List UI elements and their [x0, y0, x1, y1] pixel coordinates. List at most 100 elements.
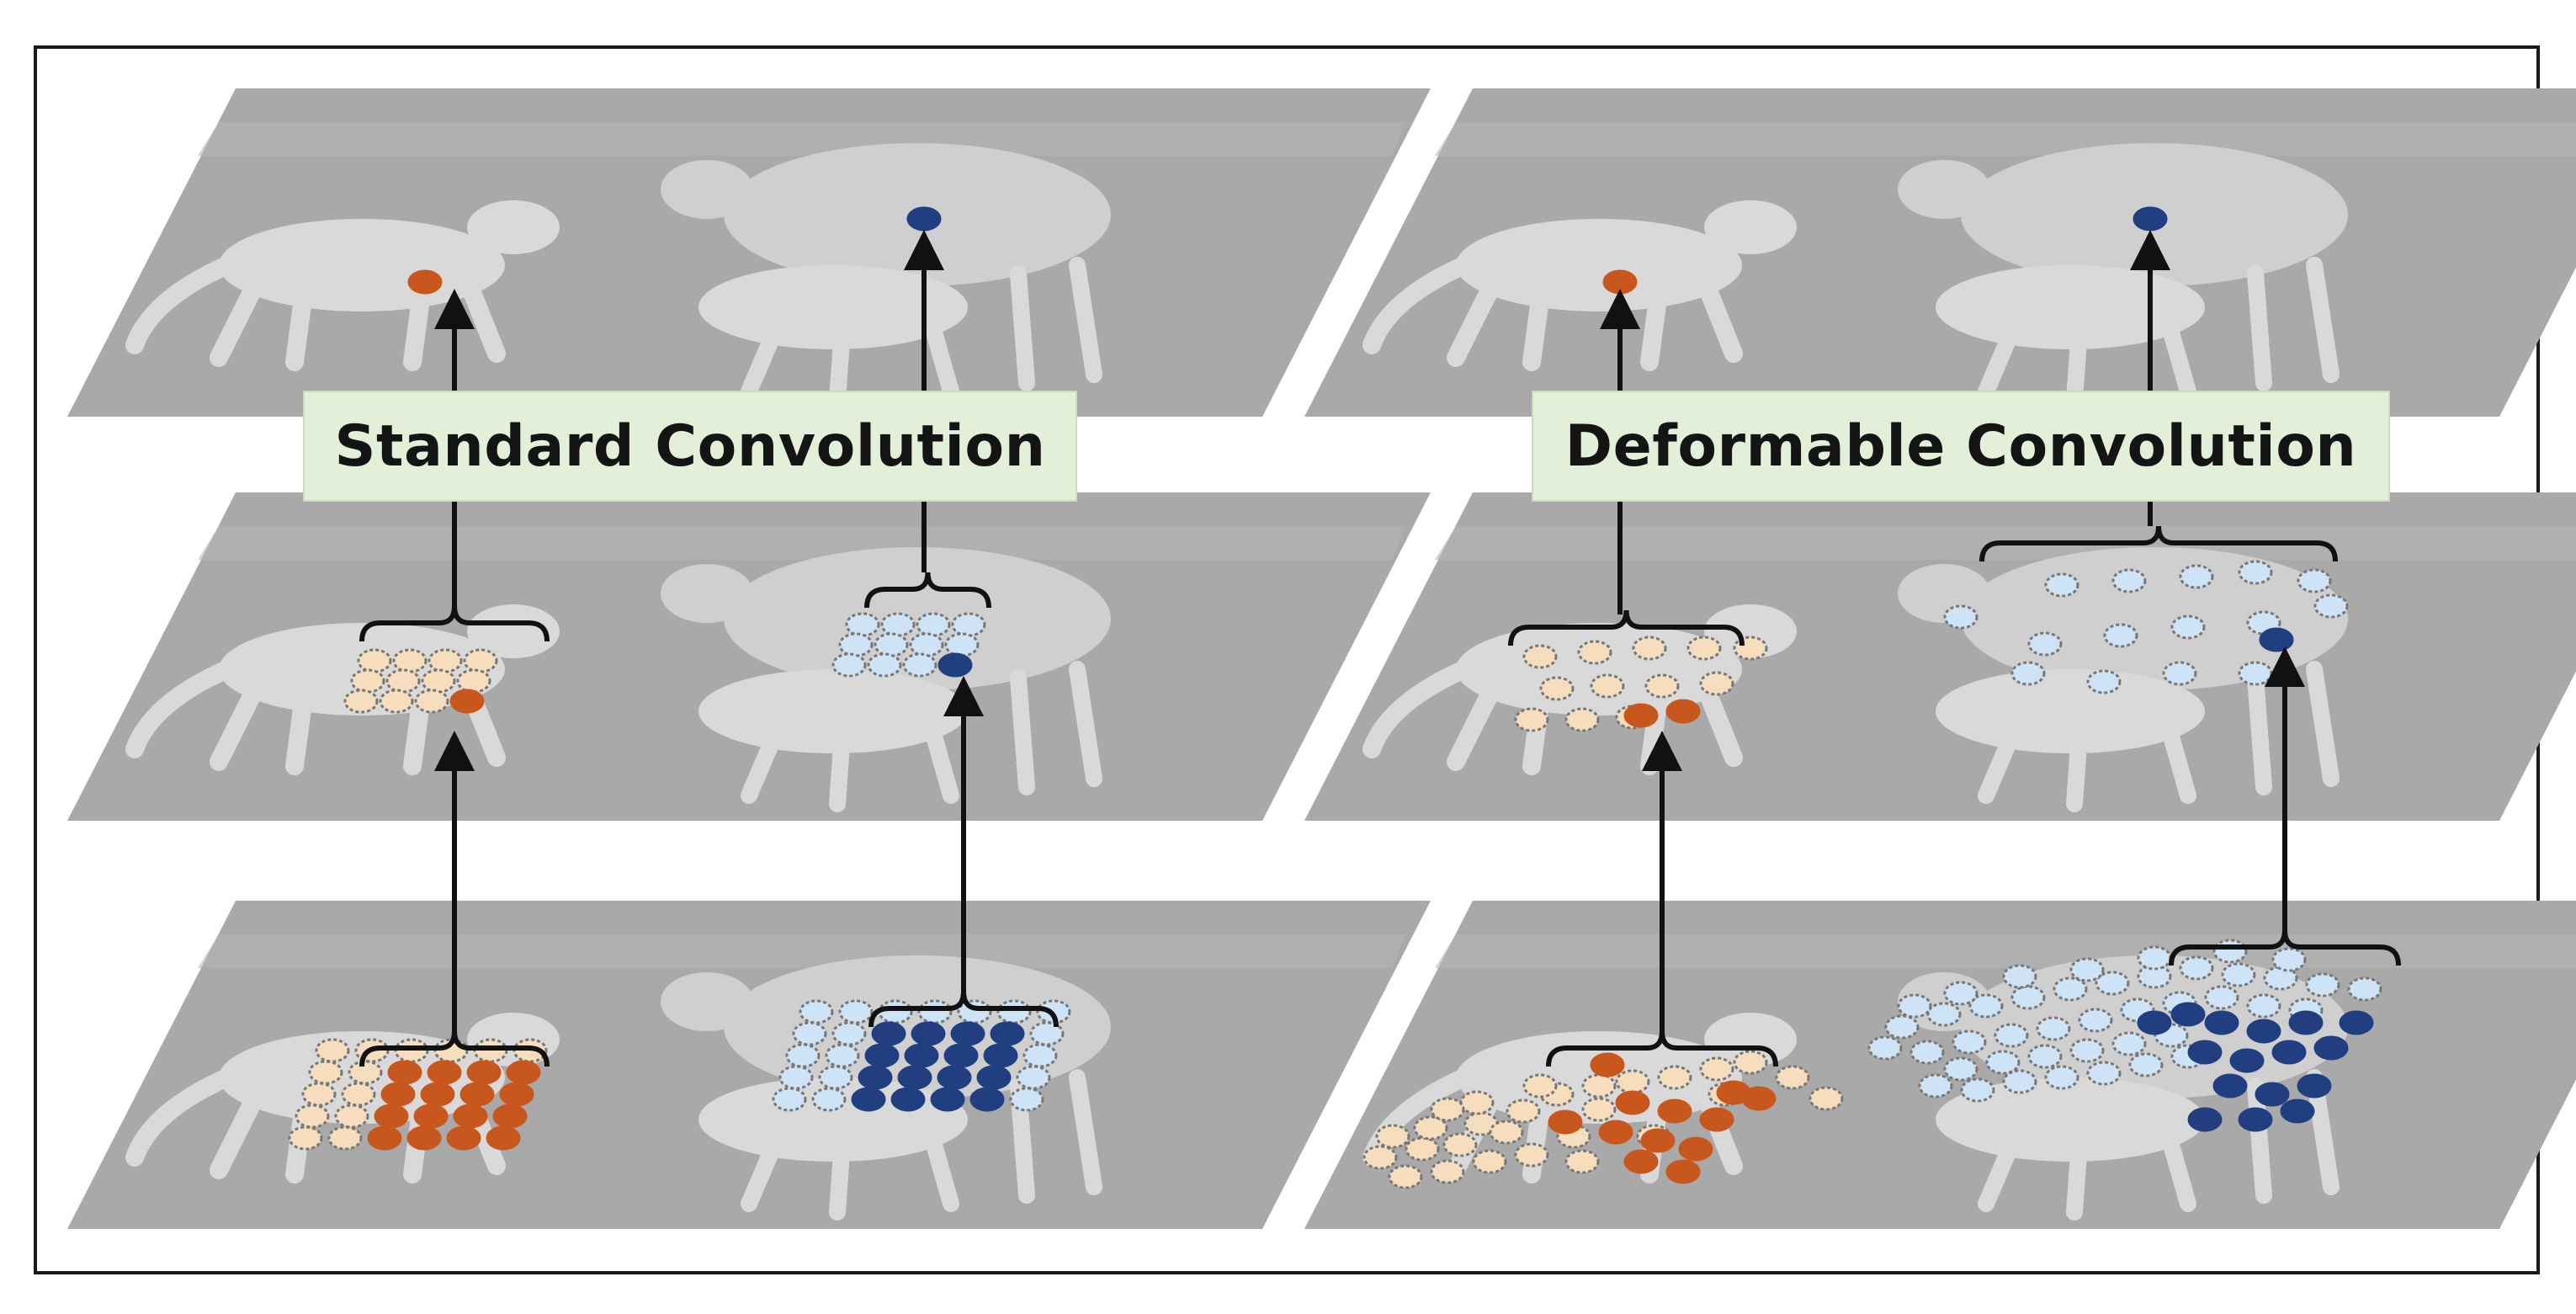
- right-mid-orange-point: [1522, 644, 1558, 669]
- right-bottom-blue-point: [2137, 945, 2172, 971]
- right-top-layer-horizon: [1435, 122, 2576, 156]
- right-bottom-orange-point: [1699, 1056, 1734, 1082]
- left-bottom-orange-point: [315, 1038, 350, 1063]
- right-bottom-orange-point: [1413, 1115, 1448, 1141]
- left-bottom-orange-point: [506, 1060, 541, 1085]
- left-bottom-layer-sheep-legs: [741, 1069, 1102, 1221]
- right-bottom-orange-point: [1581, 1073, 1617, 1099]
- left-bottom-orange-point: [427, 1060, 462, 1085]
- right-bottom-orange-point: [1657, 1065, 1692, 1090]
- right-bottom-orange-point: [1623, 1149, 1659, 1174]
- right-bottom-blue-point: [2246, 1019, 2281, 1044]
- right-bottom-blue-point: [2179, 955, 2214, 981]
- right-bottom-blue-point: [2069, 1038, 2105, 1063]
- right-bottom-blue-point: [1968, 993, 2004, 1019]
- left-mid-blue-point: [944, 632, 980, 657]
- right-mid-layer-small-lamb-body: [1936, 669, 2205, 753]
- right-mid-orange-point: [1699, 671, 1734, 696]
- standard-convolution-title: Standard Convolution: [334, 412, 1046, 480]
- right-bottom-blue-point: [2221, 962, 2256, 987]
- right-bottom-blue-point: [2288, 1010, 2324, 1035]
- right-bottom-blue-point: [1943, 981, 1978, 1006]
- left-top-layer-small-lamb-body: [698, 265, 968, 349]
- right-bottom-blue-point: [2271, 947, 2307, 972]
- left-top-layer-horizon: [198, 122, 1405, 156]
- right-bottom-blue-point: [2339, 1010, 2374, 1035]
- left-bottom-orange-point: [295, 1104, 330, 1129]
- right-bottom-layer-sheep-legs: [1978, 1069, 2340, 1221]
- left-bottom-blue-point: [838, 999, 874, 1024]
- left-top-orange-point: [407, 269, 443, 295]
- left-bottom-layer-horizon: [198, 934, 1405, 968]
- right-top-layer-lamb-body: [1456, 219, 1742, 311]
- left-bottom-orange-point: [459, 1082, 495, 1107]
- left-mid-layer-horizon: [198, 526, 1405, 560]
- left-bottom-orange-point: [486, 1125, 521, 1151]
- left-mid-orange-point: [428, 648, 463, 673]
- right-bottom-blue-point: [2111, 1031, 2147, 1056]
- right-bottom-orange-point: [1775, 1065, 1810, 1090]
- right-bottom-blue-point: [2263, 966, 2298, 991]
- left-bottom-orange-point: [453, 1104, 488, 1129]
- right-mid-blue-point: [1943, 604, 1978, 630]
- right-bottom-blue-point: [1909, 1040, 1945, 1065]
- right-bottom-blue-point: [2212, 939, 2248, 964]
- right-mid-orange-point: [1686, 636, 1722, 661]
- right-top-blue-point: [2133, 206, 2168, 231]
- right-bottom-blue-point: [1867, 1035, 1903, 1061]
- deformable-convolution-label: Deformable Convolution: [1532, 391, 2390, 502]
- left-bottom-blue-point: [930, 1087, 965, 1112]
- right-bottom-orange-point: [1733, 1050, 1768, 1075]
- right-bottom-orange-point: [1741, 1086, 1777, 1111]
- left-bottom-orange-point: [288, 1125, 323, 1151]
- left-bottom-blue-point: [864, 1043, 900, 1068]
- left-mid-blue-point: [831, 652, 867, 678]
- left-bottom-blue-point: [950, 1021, 985, 1046]
- right-mid-orange-bracket: [1508, 609, 1745, 646]
- right-top-layer-lamb-head: [1704, 200, 1797, 254]
- left-mid-blue-point: [838, 632, 874, 657]
- right-mid-blue-point: [2103, 623, 2138, 648]
- left-mid-orange-point: [379, 689, 414, 714]
- right-bottom-blue-point: [2010, 985, 2046, 1010]
- left-mid-orange-point: [449, 689, 485, 714]
- left-bottom-blue-point: [858, 1065, 893, 1090]
- left-top-layer-lamb-head: [467, 200, 560, 254]
- right-bottom-blue-point: [2229, 1048, 2265, 1073]
- right-mid-layer-lamb-body: [1456, 623, 1742, 716]
- left-mid-orange-point: [350, 668, 385, 694]
- right-bottom-orange-point: [1564, 1149, 1600, 1174]
- right-bottom-orange-point: [1362, 1145, 1398, 1170]
- right-mid-blue-point: [2179, 564, 2214, 589]
- right-bottom-orange-point: [1548, 1109, 1583, 1135]
- left-mid-orange-point: [463, 648, 498, 673]
- right-mid-blue-point: [2313, 593, 2349, 619]
- right-bottom-blue-point: [2313, 1035, 2349, 1061]
- right-bottom-orange-point: [1430, 1097, 1465, 1122]
- right-mid-layer-sheep-legs: [1978, 661, 2340, 812]
- right-bottom-blue-point: [2271, 1040, 2307, 1065]
- left-mid-orange-point: [414, 689, 449, 714]
- right-bottom-blue-point: [2204, 1010, 2239, 1035]
- left-bottom-blue-point: [990, 1021, 1025, 1046]
- left-bottom-orange-point: [348, 1060, 383, 1085]
- left-top-layer-sheep-legs: [741, 257, 1102, 408]
- left-bottom-orange-point: [406, 1125, 442, 1151]
- right-mid-orange-point: [1564, 707, 1600, 732]
- right-bottom-blue-point: [2027, 1044, 2063, 1069]
- left-bottom-orange-point: [327, 1125, 363, 1151]
- left-bottom-blue-point: [825, 1043, 860, 1068]
- left-bottom-blue-point: [878, 999, 913, 1024]
- left-mid-orange-point: [456, 668, 491, 694]
- left-bottom-orange-point: [492, 1104, 528, 1129]
- left-bottom-blue-point: [957, 999, 992, 1024]
- left-mid-layer-sheep-body: [724, 547, 1111, 690]
- left-bottom-blue-point: [811, 1087, 847, 1112]
- left-bottom-orange-point: [380, 1082, 416, 1107]
- right-bottom-blue-point: [2347, 976, 2382, 1002]
- right-bottom-blue-point: [2238, 1107, 2273, 1132]
- left-mid-blue-point: [909, 632, 944, 657]
- right-bottom-orange-point: [1514, 1142, 1549, 1168]
- left-mid-blue-point: [874, 632, 909, 657]
- right-bottom-blue-point: [2305, 972, 2340, 997]
